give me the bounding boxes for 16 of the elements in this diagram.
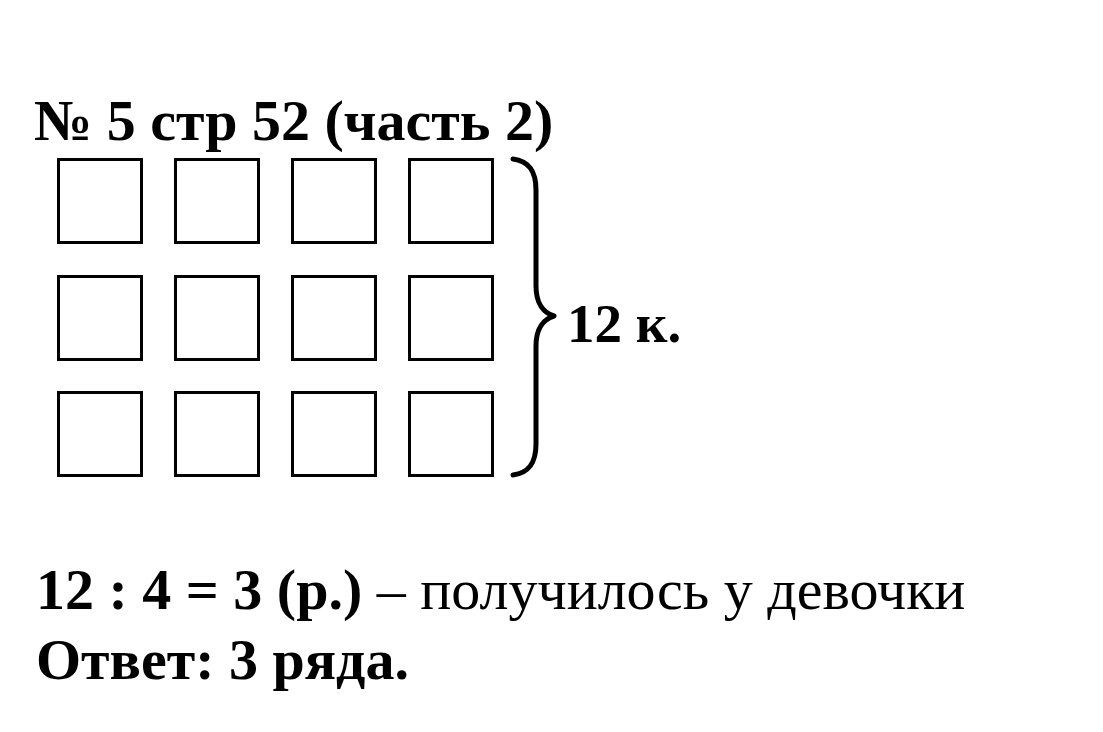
square	[57, 158, 143, 244]
square	[408, 158, 494, 244]
square	[408, 275, 494, 361]
square	[174, 391, 260, 477]
count-label: 12 к.	[567, 296, 682, 351]
title: № 5 стр 52 (часть 2)	[34, 92, 554, 150]
square	[408, 391, 494, 477]
square	[174, 275, 260, 361]
square	[291, 275, 377, 361]
square	[57, 391, 143, 477]
equation-text: 12 : 4 = 3 (р.) – получилось у девочки	[36, 561, 966, 619]
square	[291, 158, 377, 244]
square	[291, 391, 377, 477]
square	[174, 158, 260, 244]
answer-text: Ответ: 3 ряда.	[36, 631, 409, 689]
square	[57, 275, 143, 361]
